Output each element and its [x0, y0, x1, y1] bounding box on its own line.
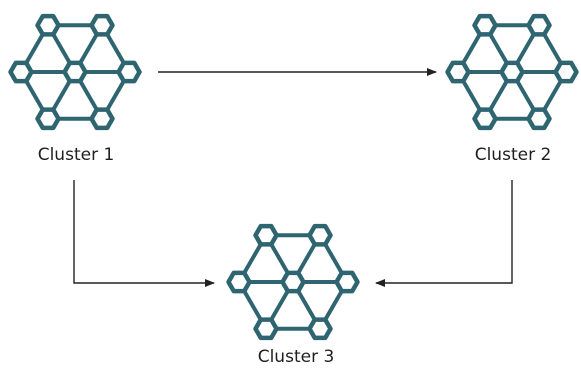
network-node	[307, 223, 333, 247]
arrow-cluster1-to-cluster3	[73, 180, 215, 287]
network-node	[8, 60, 34, 84]
network-node	[35, 107, 61, 131]
network-node	[116, 60, 142, 84]
cluster-3-label: Cluster 3	[257, 347, 335, 367]
network-node	[89, 107, 115, 131]
network-node	[553, 60, 579, 84]
network-node	[226, 270, 252, 294]
network-node	[253, 317, 279, 341]
network-node	[307, 317, 333, 341]
cluster-1-icon	[8, 13, 142, 131]
network-node	[445, 60, 471, 84]
cluster-2-icon	[445, 13, 579, 131]
network-node	[89, 13, 115, 37]
network-node	[334, 270, 360, 294]
network-node	[35, 13, 61, 37]
network-node	[280, 270, 306, 294]
network-node	[472, 13, 498, 37]
arrow-cluster2-to-cluster3	[375, 180, 513, 287]
network-node	[472, 107, 498, 131]
cluster-2-label: Cluster 2	[474, 145, 552, 165]
network-node	[253, 223, 279, 247]
network-node	[62, 60, 88, 84]
cluster-3-icon	[226, 223, 360, 341]
network-node	[499, 60, 525, 84]
network-node	[526, 13, 552, 37]
network-node	[526, 107, 552, 131]
cluster-1-label: Cluster 1	[37, 145, 115, 165]
